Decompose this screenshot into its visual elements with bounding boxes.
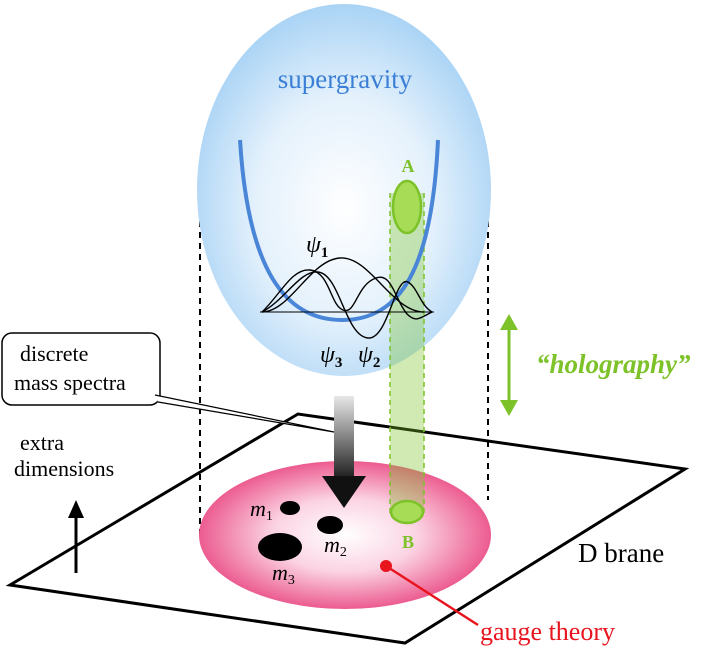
- d-brane-plane: [5, 412, 690, 645]
- wavefunction-psi2: [261, 271, 433, 339]
- extra-dimensions-line1: extra: [20, 430, 64, 455]
- holography-cylinder: [390, 193, 424, 513]
- mass-spectra-arrow-shaft: [334, 396, 354, 480]
- psi2-label: ψ2: [358, 342, 380, 371]
- psi3-label: ψ3: [320, 342, 342, 371]
- mass-blob-m1: [280, 501, 300, 515]
- gauge-theory-pointer: [385, 564, 479, 627]
- mass-blob-m3: [258, 533, 302, 561]
- point-b-label: B: [402, 532, 414, 552]
- cylinder-bottom-b: [389, 499, 425, 525]
- mass-blob-m2: [317, 516, 343, 534]
- wavefunction-psi3: [261, 269, 433, 320]
- callout-line1: discrete: [20, 341, 88, 366]
- m1-label: m1: [250, 496, 273, 524]
- m3-label: m3: [272, 560, 295, 588]
- supergravity-bubble: [197, 4, 491, 376]
- point-a-label: A: [402, 156, 415, 176]
- m2-label: m2: [324, 532, 347, 560]
- mass-spectra-arrow-head: [322, 476, 366, 508]
- psi1-label: ψ1: [306, 232, 328, 261]
- gauge-theory-label: gauge theory: [480, 617, 615, 646]
- extra-dimensions-line2: dimensions: [14, 456, 114, 481]
- cylinder-top-a: [391, 179, 423, 235]
- gauge-theory-ellipse: [199, 461, 491, 609]
- d-brane-label: D brane: [578, 538, 664, 568]
- potential-curve: [238, 139, 440, 323]
- holography-label: “holography”: [536, 349, 691, 379]
- callout-pointer: [154, 394, 335, 433]
- callout-line2: mass spectra: [14, 370, 126, 395]
- supergravity-label: supergravity: [278, 64, 413, 94]
- callout-box: [1, 332, 161, 406]
